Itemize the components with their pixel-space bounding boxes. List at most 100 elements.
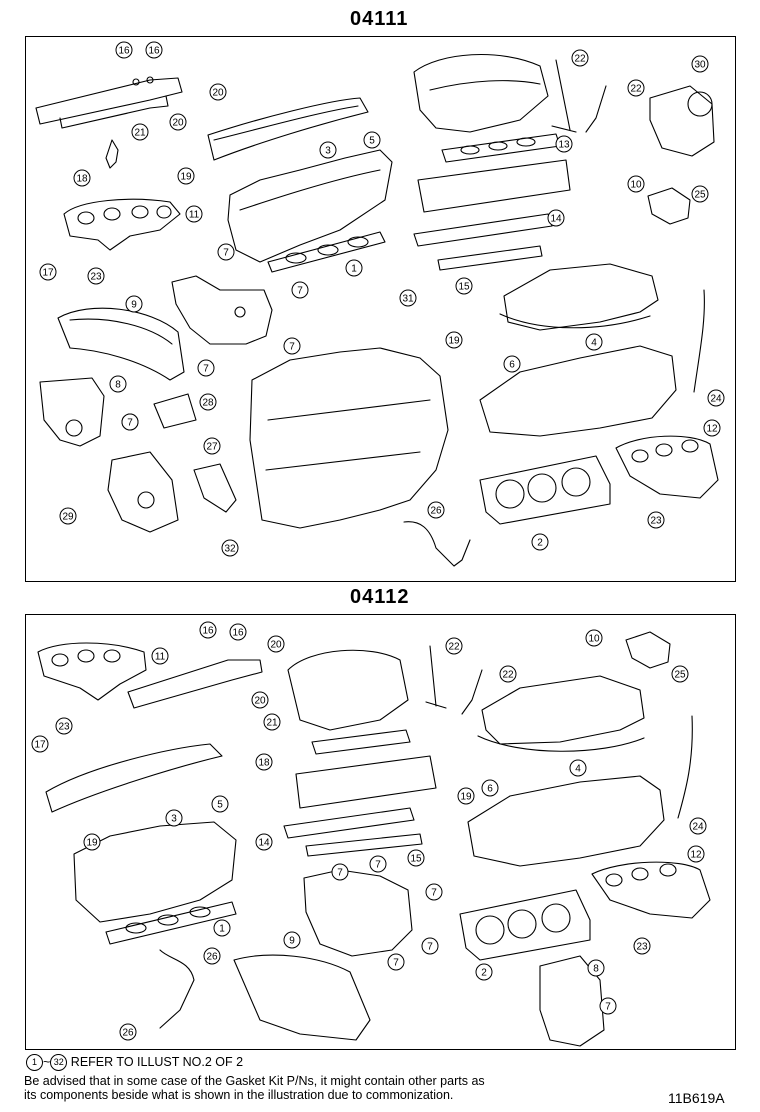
- svg-text:4: 4: [575, 764, 581, 775]
- svg-text:27: 27: [206, 442, 218, 453]
- svg-text:11: 11: [155, 652, 166, 663]
- callout: 23: [55, 717, 73, 735]
- callout: 7: [387, 953, 405, 971]
- callout: 5: [363, 131, 381, 149]
- callout: 18: [73, 169, 91, 187]
- callout: 1: [213, 919, 231, 937]
- svg-text:3: 3: [325, 146, 331, 157]
- callout: 25: [691, 185, 709, 203]
- callout: 9: [125, 295, 143, 313]
- svg-text:21: 21: [134, 128, 146, 139]
- callout: 7: [421, 937, 439, 955]
- svg-text:28: 28: [202, 398, 214, 409]
- svg-text:7: 7: [127, 418, 133, 429]
- callout: 20: [267, 635, 285, 653]
- svg-text:7: 7: [431, 888, 437, 899]
- svg-text:13: 13: [558, 140, 570, 151]
- illustration-code: 11B619A: [668, 1090, 725, 1106]
- svg-text:10: 10: [630, 180, 642, 191]
- callout: 32: [221, 539, 239, 557]
- callout: 23: [647, 511, 665, 529]
- svg-text:15: 15: [458, 282, 470, 293]
- callout: 12: [687, 845, 705, 863]
- svg-text:25: 25: [694, 190, 706, 201]
- callout: 20: [169, 113, 187, 131]
- svg-text:10: 10: [588, 634, 600, 645]
- callout: 4: [585, 333, 603, 351]
- callout: 7: [121, 413, 139, 431]
- advisory-line-2: its components beside what is shown in t…: [24, 1088, 454, 1102]
- svg-text:18: 18: [76, 174, 88, 185]
- svg-text:1: 1: [351, 264, 357, 275]
- range-text: REFER TO ILLUST NO.2 OF 2: [70, 1054, 244, 1069]
- svg-text:2: 2: [537, 538, 543, 549]
- svg-text:26: 26: [122, 1028, 134, 1039]
- callout: 25: [671, 665, 689, 683]
- svg-text:15: 15: [410, 854, 422, 865]
- svg-text:31: 31: [402, 294, 414, 305]
- svg-text:7: 7: [605, 1002, 611, 1013]
- callout: 30: [691, 55, 709, 73]
- callout: 31: [399, 289, 417, 307]
- callout: 7: [425, 883, 443, 901]
- range-note: 1~32 REFER TO ILLUST NO.2 OF 2: [26, 1054, 243, 1071]
- callout: 8: [587, 959, 605, 977]
- callout: 2: [531, 533, 549, 551]
- callout: 7: [369, 855, 387, 873]
- svg-text:23: 23: [90, 272, 102, 283]
- callout: 8: [109, 375, 127, 393]
- callout: 9: [283, 931, 301, 949]
- svg-text:16: 16: [232, 628, 244, 639]
- callout: 16: [199, 621, 217, 639]
- svg-text:21: 21: [266, 718, 278, 729]
- svg-text:7: 7: [427, 942, 433, 953]
- svg-text:20: 20: [212, 88, 224, 99]
- callout: 10: [627, 175, 645, 193]
- callout: 6: [481, 779, 499, 797]
- callout: 20: [251, 691, 269, 709]
- callout: 22: [499, 665, 517, 683]
- section-title-04112: 04112: [350, 586, 410, 608]
- svg-text:20: 20: [270, 640, 282, 651]
- callout: 7: [217, 243, 235, 261]
- svg-text:20: 20: [254, 696, 266, 707]
- svg-text:19: 19: [86, 838, 98, 849]
- callout: 7: [291, 281, 309, 299]
- callout: 23: [87, 267, 105, 285]
- callout: 10: [585, 629, 603, 647]
- callout: 21: [263, 713, 281, 731]
- callout: 19: [457, 787, 475, 805]
- callout: 19: [177, 167, 195, 185]
- svg-text:17: 17: [34, 740, 46, 751]
- callout: 23: [633, 937, 651, 955]
- callout: 16: [145, 41, 163, 59]
- svg-text:7: 7: [375, 860, 381, 871]
- callout: 22: [571, 49, 589, 67]
- callout: 20: [209, 83, 227, 101]
- callout: 26: [427, 501, 445, 519]
- svg-text:16: 16: [118, 46, 130, 57]
- callout: 16: [115, 41, 133, 59]
- svg-text:4: 4: [591, 338, 597, 349]
- svg-text:20: 20: [172, 118, 184, 129]
- callout: 3: [319, 141, 337, 159]
- svg-text:11: 11: [189, 210, 200, 221]
- svg-text:24: 24: [710, 394, 722, 405]
- svg-text:5: 5: [369, 136, 375, 147]
- callout: 18: [255, 753, 273, 771]
- svg-text:2: 2: [481, 968, 487, 979]
- svg-text:3: 3: [171, 814, 177, 825]
- callout: 14: [255, 833, 273, 851]
- callout: 26: [119, 1023, 137, 1041]
- callouts-top: 16 16 20 20 21 18 5 3 19 11 17 23 7 7 7 …: [39, 41, 725, 557]
- callout: 7: [283, 337, 301, 355]
- callout: 13: [555, 135, 573, 153]
- svg-text:14: 14: [550, 214, 562, 225]
- svg-text:19: 19: [180, 172, 192, 183]
- svg-text:5: 5: [217, 800, 223, 811]
- svg-text:19: 19: [448, 336, 460, 347]
- svg-text:9: 9: [131, 300, 137, 311]
- callout: 3: [165, 809, 183, 827]
- callout: 11: [185, 205, 203, 223]
- callout: 28: [199, 393, 217, 411]
